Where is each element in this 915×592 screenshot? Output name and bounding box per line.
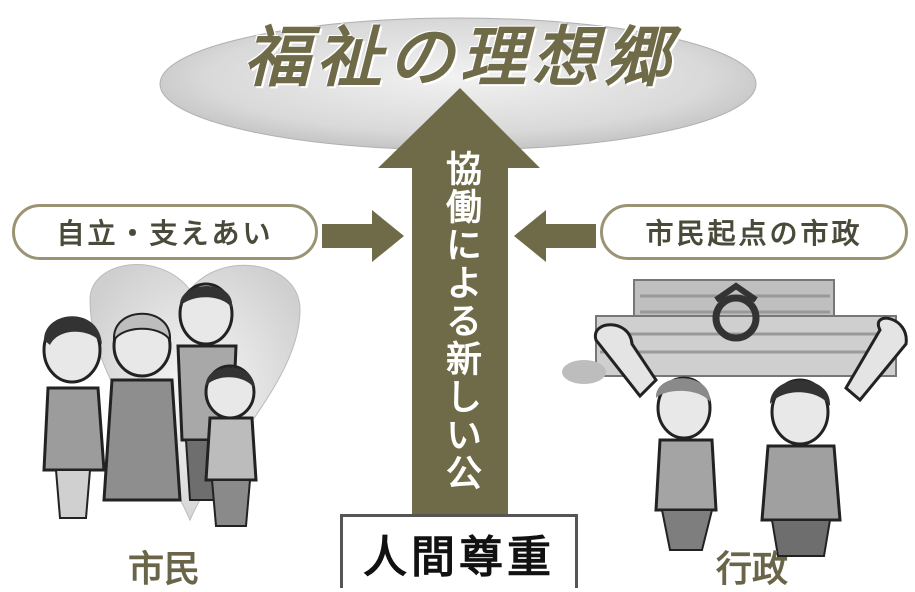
government-officials-illustration: [562, 279, 908, 557]
right-arrow: [514, 210, 596, 262]
left-arrow: [322, 210, 404, 262]
arrow-label: 協働による新しい公: [440, 150, 481, 492]
administration-caption: 行政: [716, 549, 789, 590]
citizen-centered-government-pill: 市民起点の市政: [600, 204, 908, 260]
center-up-arrow: [378, 88, 540, 514]
citizens-illustration: [42, 264, 301, 527]
diagram-title: 福祉の理想郷: [244, 19, 676, 96]
citizens-caption: 市民: [128, 549, 201, 590]
self-reliance-pill: 自立・支えあい: [12, 204, 318, 260]
city-emblem-icon: [712, 282, 760, 342]
human-respect-box: 人間尊重: [340, 514, 578, 588]
